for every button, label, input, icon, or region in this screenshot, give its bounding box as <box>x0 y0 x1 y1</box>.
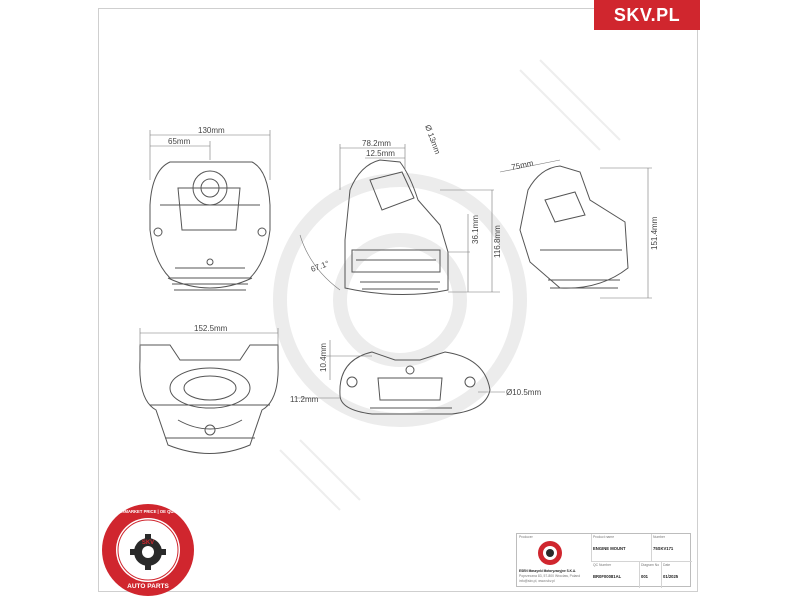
qc-number: BR0F00081AL <box>593 574 622 579</box>
front-view <box>149 161 271 291</box>
dim-height-36: 36.1mm <box>471 215 480 244</box>
quality-stamp: SKV AUTO PARTS AFTERMARKET PRICE | OE QU… <box>102 504 194 596</box>
stamp-center: SKV <box>142 540 154 546</box>
right-view <box>519 165 629 289</box>
bottom-center-dim-lines <box>296 340 505 399</box>
brand-logo[interactable]: SKV.PL <box>594 0 700 30</box>
bottom-left-view <box>139 344 279 454</box>
qc-label: QC Number <box>593 563 612 567</box>
drawing-no-label: Diagram No <box>641 563 660 567</box>
dim-right-height: 151.4mm <box>650 216 659 250</box>
stamp-ring-text: AFTERMARKET PRICE | OE QUALITY <box>111 509 186 514</box>
stamp-bottom: AUTO PARTS <box>127 583 169 590</box>
side-dim-lines <box>299 144 500 293</box>
product-name-label: Product name <box>593 535 615 539</box>
producer-label: Producer <box>519 535 533 539</box>
producer-contact: info@skv.pl, www.skv.pl <box>519 579 555 583</box>
part-number: 75SKV171 <box>653 546 674 551</box>
producer-address: Poprzeczna 83, 57-800 Wroclaw, Poland <box>519 574 581 578</box>
dim-hole-diameter: Ø10.5mm <box>506 388 541 397</box>
dim-bottom-width: 152.5mm <box>194 324 228 333</box>
product-name: ENGINE MOUNT <box>593 546 626 551</box>
dim-diameter-13: Ø 13mm <box>423 124 442 156</box>
producer-name: ESEN Maszynki Motoryzacyjne S.K.A. <box>519 569 577 573</box>
drawing-no: 001 <box>641 574 648 579</box>
dim-front-half: 65mm <box>168 137 191 146</box>
side-view <box>344 159 449 296</box>
dim-bottom-offset: 10.4mm <box>319 343 328 372</box>
title-block: Producer ESEN Maszynki Motoryzacyjne S.K… <box>516 533 692 588</box>
front-dim-lines <box>149 130 271 180</box>
watermark-hatching <box>279 59 621 511</box>
producer-logo-icon <box>538 541 562 565</box>
dim-bottom-left: 11.2mm <box>290 395 319 404</box>
dim-front-width: 130mm <box>198 126 225 135</box>
bottom-left-dim-lines <box>139 328 279 346</box>
watermark-gear-icon <box>273 173 527 427</box>
bottom-center-view <box>339 351 491 415</box>
date-label: Date <box>663 563 671 567</box>
right-dim-lines <box>499 159 652 299</box>
dim-side-top: 78.2mm <box>362 139 391 148</box>
date-value: 01/2025 <box>663 574 679 579</box>
number-label: Number <box>653 535 666 539</box>
dim-side-inner: 12.5mm <box>366 149 395 158</box>
drawing-sheet <box>98 8 698 592</box>
dim-right-offset: 75mm <box>511 158 535 171</box>
dim-height-116: 116.8mm <box>493 225 502 258</box>
